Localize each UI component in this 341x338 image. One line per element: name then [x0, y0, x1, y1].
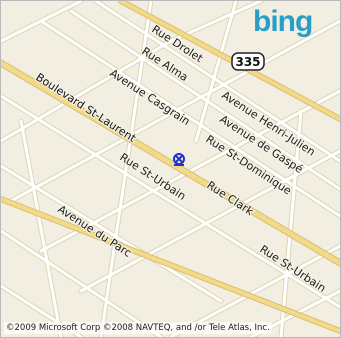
copyright-notice: ©2009 Microsoft Corp ©2008 NAVTEQ, and /… — [4, 322, 272, 334]
location-pin-icon[interactable] — [173, 153, 185, 166]
route-shield: 335 — [231, 52, 265, 71]
bing-logo: bing — [253, 5, 313, 38]
route-shield-number: 335 — [235, 55, 260, 69]
major-streets — [1, 1, 340, 334]
